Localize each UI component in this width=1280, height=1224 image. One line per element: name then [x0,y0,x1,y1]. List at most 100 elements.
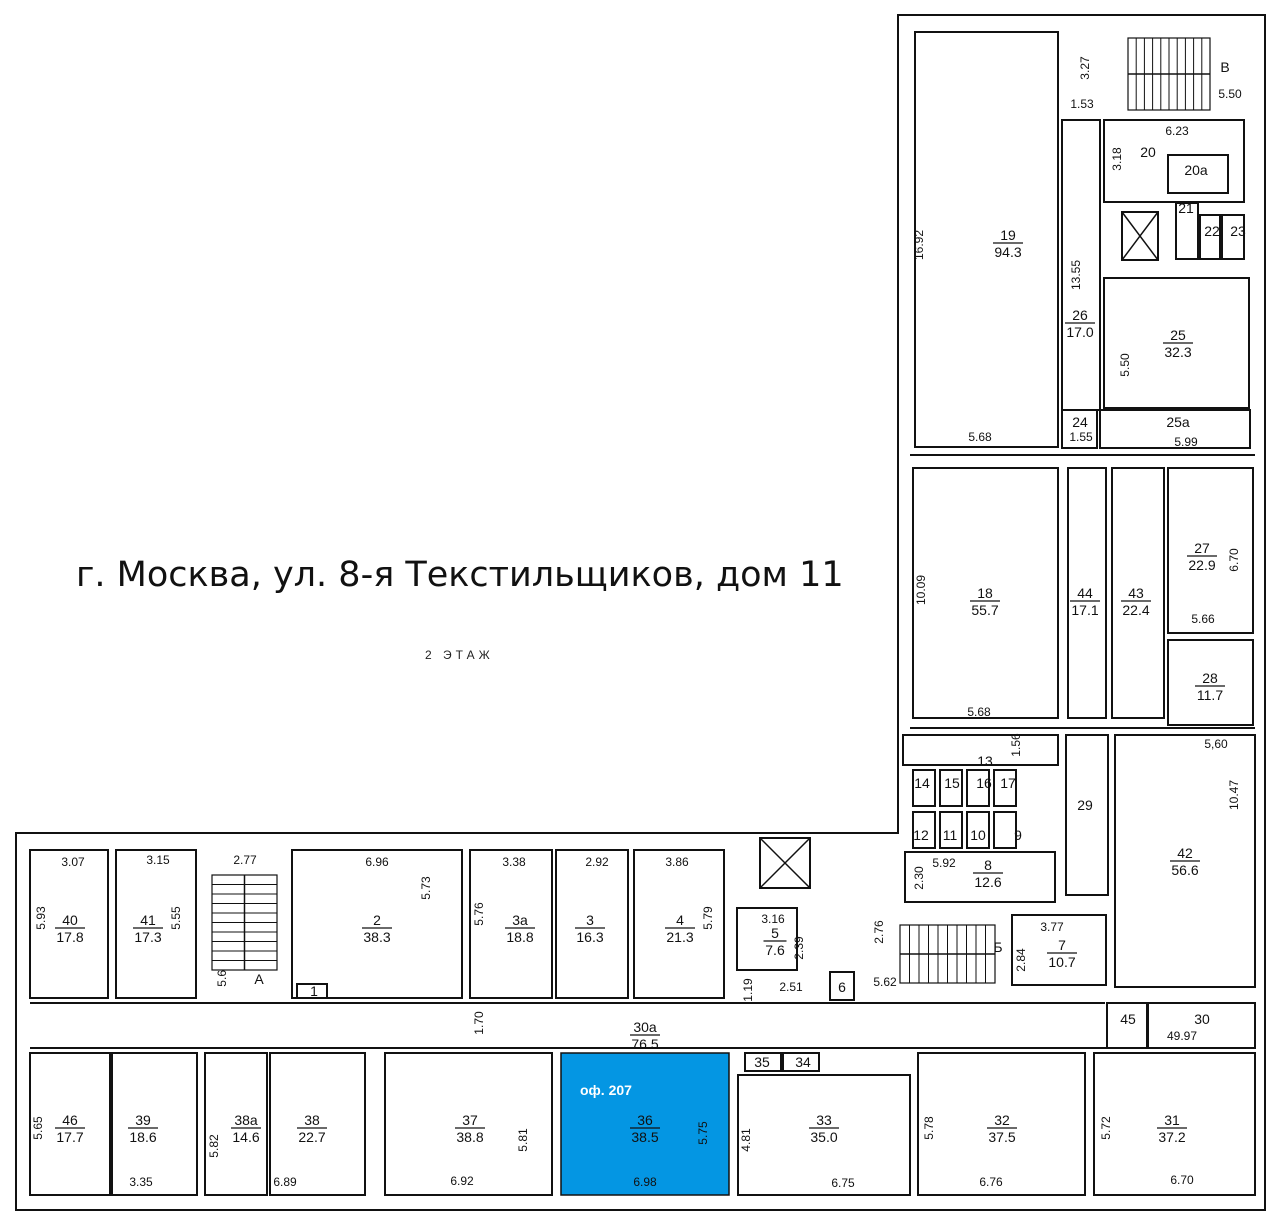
room-number: 14 [914,775,930,791]
dimension-label: 4.81 [739,1128,753,1152]
corridor-wall [30,454,1255,1049]
outer-wall [15,14,1266,1211]
room-20а[interactable]: 20а [1167,154,1229,194]
dimension-label: 5.78 [922,1116,936,1140]
room-24[interactable]: 24 [1061,409,1098,449]
room-22[interactable]: 22 [1199,214,1221,260]
room-number: 3 [586,912,594,928]
dimension-label: 6.23 [1165,124,1189,138]
room-17[interactable]: 17 [993,769,1017,807]
room-outline [555,849,629,999]
room-2[interactable]: 238.3 [291,849,463,999]
room-45[interactable]: 45 [1106,1002,1148,1049]
room-5[interactable]: 57.6 [736,907,798,971]
dimension-label: 49.97 [1167,1029,1197,1043]
room-outline [939,769,963,807]
room-outline [902,734,1059,766]
room-outline [914,31,1059,448]
room-area: 55.7 [971,602,998,618]
room-area: 17.8 [56,929,83,945]
room-16[interactable]: 16 [966,769,992,807]
room-30[interactable]: 30 [1147,1002,1256,1049]
dimension-label: 6.89 [273,1175,297,1189]
dimension-label: 5.66 [1191,612,1215,626]
dimension-label: 2.77 [233,853,257,867]
room-23[interactable]: 23 [1221,214,1246,260]
room-21[interactable]: 21 [1175,200,1199,260]
room-number: 29 [1077,797,1093,813]
room-10[interactable]: 10 [966,811,990,849]
office-label: оф. 207 [580,1082,632,1098]
room-area: 22.4 [1122,602,1149,618]
dimension-label: 5.62 [873,975,897,989]
room-outline [1147,1002,1256,1049]
room-outline [782,1052,820,1072]
room-number: 43 [1128,585,1144,601]
room-area: 7.6 [765,942,785,958]
room-outline [1093,1052,1256,1196]
room-area: 18.6 [129,1129,156,1145]
room-35[interactable]: 35 [744,1052,782,1072]
dimension-label: 3.16 [761,912,785,926]
room-12[interactable]: 12 [912,811,936,849]
room-number: 41 [140,912,156,928]
room-area: 17.1 [1071,602,1098,618]
room-6[interactable]: 6 [829,971,855,1001]
highlighted-office-fill [560,1052,730,1196]
room-14[interactable]: 14 [912,769,936,807]
room-4[interactable]: 421.3 [633,849,725,999]
dimension-label: 3.38 [502,855,526,869]
room-29[interactable]: 29 [1065,734,1109,896]
room-outline [736,907,798,971]
room-9[interactable]: 9 [993,811,1022,849]
room-number: 7 [1058,937,1066,953]
room-34[interactable]: 34 [782,1052,820,1072]
room-number: 18 [977,585,993,601]
room-3[interactable]: 316.3 [555,849,629,999]
staircase-3: В [1127,37,1230,111]
room-7[interactable]: 710.7 [1011,914,1107,986]
room-11[interactable]: 11 [939,811,963,849]
room-number: 2 [373,912,381,928]
dimension-label: 3.77 [1040,920,1064,934]
elevator-shaft-north [1121,211,1159,261]
room-25а[interactable]: 25а [1099,409,1251,449]
dimension-label: 2.92 [585,855,609,869]
room-number: 15 [944,775,960,791]
room-8[interactable]: 812.6 [904,851,1056,903]
room-number: 30а [633,1019,657,1035]
room-outline [744,1052,782,1072]
room-15[interactable]: 15 [939,769,963,807]
room-outline [912,467,1059,719]
room-outline [384,1052,553,1196]
room-number: 19 [1000,227,1016,243]
room-outline [204,1052,268,1196]
room-area: 32.3 [1164,344,1191,360]
dimension-label: 3.18 [1110,147,1124,171]
room-13[interactable]: 13 [902,734,1059,769]
room-1[interactable]: 1 [296,983,328,999]
room-outline [966,811,990,849]
room-number: 38 [304,1112,320,1128]
